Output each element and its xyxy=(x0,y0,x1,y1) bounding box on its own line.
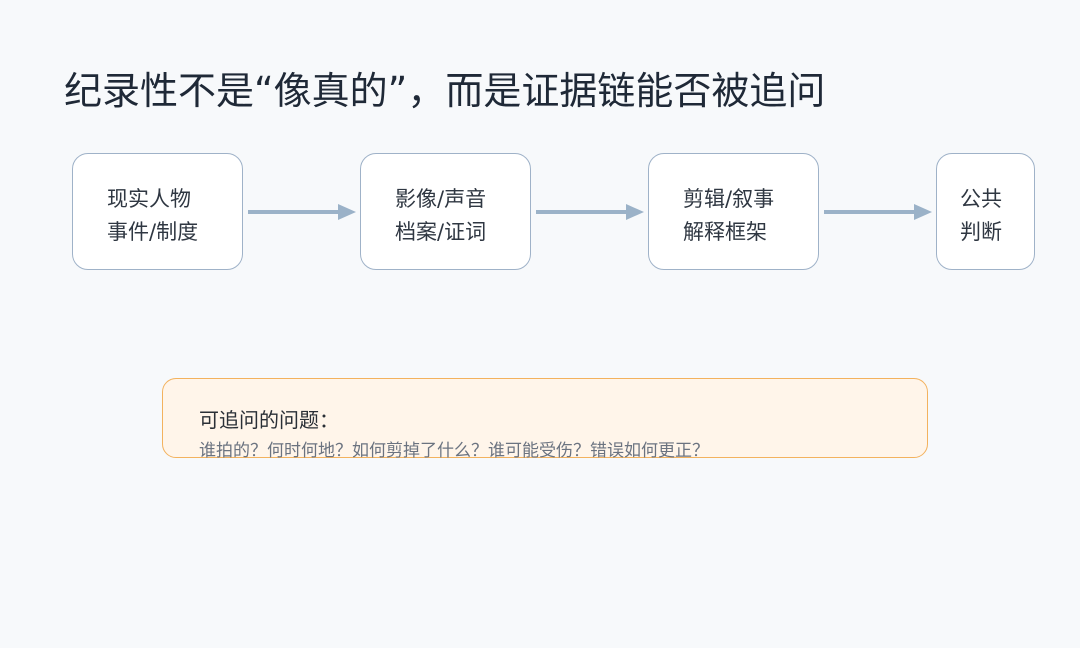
flow-arrow-2 xyxy=(536,204,644,220)
questions-callout xyxy=(162,378,928,458)
flow-node-reality: 现实人物 事件/制度 xyxy=(72,153,243,270)
page-title: 纪录性不是“像真的”，而是证据链能否被追问 xyxy=(64,69,826,113)
flow-node-editing: 剪辑/叙事 解释框架 xyxy=(648,153,819,270)
flow-node-public-judgment: 公共 判断 xyxy=(936,153,1035,270)
flow-node-reality-line2: 事件/制度 xyxy=(107,219,199,244)
flow-node-reality-line1: 现实人物 xyxy=(107,186,191,211)
flow-arrow-3 xyxy=(824,204,932,220)
flow-node-public-judgment-line1: 公共 xyxy=(960,186,1002,211)
flow-node-media: 影像/声音 档案/证词 xyxy=(360,153,531,270)
flow-node-public-judgment-line2: 判断 xyxy=(960,219,1002,244)
flow-arrow-1 xyxy=(248,204,356,220)
flow-node-media-line1: 影像/声音 xyxy=(395,186,487,211)
flow-node-editing-line2: 解释框架 xyxy=(683,219,767,244)
questions-body: 谁拍的？何时何地？如何剪掉了什么？谁可能受伤？错误如何更正？ xyxy=(199,441,709,461)
flow-node-editing-line1: 剪辑/叙事 xyxy=(683,186,775,211)
questions-title: 可追问的问题： xyxy=(199,408,339,432)
flow-node-media-line2: 档案/证词 xyxy=(395,219,487,244)
